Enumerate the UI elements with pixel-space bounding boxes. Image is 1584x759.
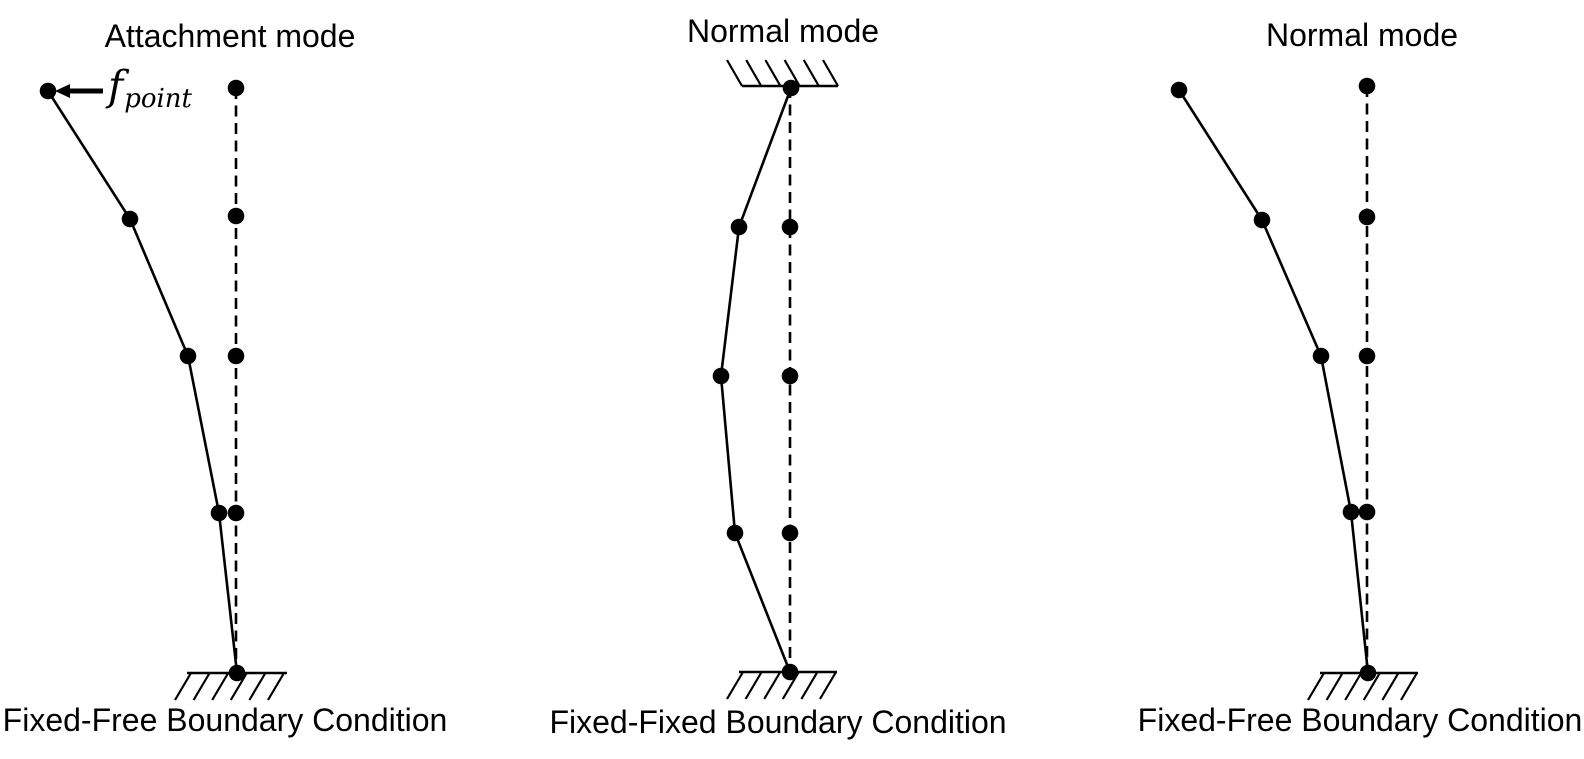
hatch-line	[1381, 672, 1400, 701]
mass-node-dot	[179, 347, 197, 365]
panel-title-attachment-mode: Attachment mode	[104, 18, 356, 54]
hatch-line	[764, 59, 782, 87]
hatch-line	[783, 59, 801, 87]
force-arrow	[55, 84, 103, 98]
mass-node-dot	[1170, 81, 1188, 99]
panel-caption-fixed-free-2: Fixed-Free Boundary Condition	[1137, 702, 1583, 738]
rest-node-dot	[1358, 503, 1376, 521]
mass-node-dot	[39, 82, 57, 100]
mass-node-dot	[210, 504, 228, 522]
force-subscript-point: point	[124, 84, 192, 114]
rest-node-dot	[227, 207, 245, 225]
hatch-line	[1344, 672, 1363, 701]
mass-node-dot	[782, 79, 800, 97]
rest-node-dot	[227, 504, 245, 522]
hatch-line	[1307, 672, 1325, 701]
force-symbol-f: f	[108, 62, 124, 110]
hatch-line	[174, 672, 192, 701]
panel-caption-fixed-free: Fixed-Free Boundary Condition	[2, 702, 448, 738]
panel-1-drawing	[712, 59, 839, 700]
mode-shape-line	[719, 87, 793, 673]
hatch-line	[726, 671, 744, 700]
rest-node-dot	[781, 218, 799, 236]
hatch-line	[822, 59, 839, 87]
force-arrow-head	[55, 84, 70, 98]
hatch-line	[745, 59, 763, 87]
rest-node-dot	[1358, 77, 1376, 95]
rest-node-dot	[781, 367, 799, 385]
panel-2-drawing	[1170, 77, 1418, 701]
mass-node-dot	[726, 524, 744, 542]
rest-node-dot	[227, 347, 245, 365]
mass-node-dot	[1342, 503, 1360, 521]
mass-node-dot	[1312, 347, 1330, 365]
mass-node-dot	[712, 367, 730, 385]
hatch-line	[211, 672, 230, 701]
fixed-support-bottom	[726, 670, 837, 700]
panel-title-normal-mode-fixed-free: Normal mode	[1265, 17, 1459, 53]
panel-title-normal-mode-fixed-fixed: Normal mode	[686, 13, 880, 49]
hatch-line	[744, 671, 763, 700]
mass-node-dot	[1359, 664, 1377, 682]
mass-node-dot	[121, 210, 139, 228]
panel-caption-fixed-fixed: Fixed-Fixed Boundary Condition	[549, 704, 1007, 740]
hatch-line	[267, 672, 285, 701]
mode-shape-line	[46, 90, 239, 674]
rest-node-dot	[781, 524, 799, 542]
hatch-line	[1400, 672, 1418, 701]
hatch-line	[192, 672, 211, 701]
hatch-line	[726, 59, 743, 87]
rest-node-dot	[1358, 347, 1376, 365]
mass-node-dot	[781, 663, 799, 681]
mass-node-dot	[730, 218, 748, 236]
force-point-label: fpoint	[108, 66, 192, 114]
mode-shape-line	[1177, 89, 1370, 674]
hatch-line	[248, 672, 267, 701]
panel-0-drawing	[39, 79, 287, 701]
mass-node-dot	[228, 664, 246, 682]
rest-node-dot	[227, 79, 245, 97]
mass-node-dot	[1253, 211, 1271, 229]
hatch-line	[1325, 672, 1344, 701]
hatch-line	[800, 671, 819, 700]
hatch-line	[1362, 672, 1381, 701]
rest-node-dot	[1358, 208, 1376, 226]
hatch-line	[819, 671, 837, 700]
node-dots	[712, 79, 800, 681]
node-dots	[1170, 77, 1377, 682]
node-dots	[39, 79, 246, 682]
hatch-line	[802, 59, 820, 87]
hatch-line	[763, 671, 782, 700]
hatch-line	[229, 672, 248, 701]
fixed-support-top	[726, 59, 839, 88]
